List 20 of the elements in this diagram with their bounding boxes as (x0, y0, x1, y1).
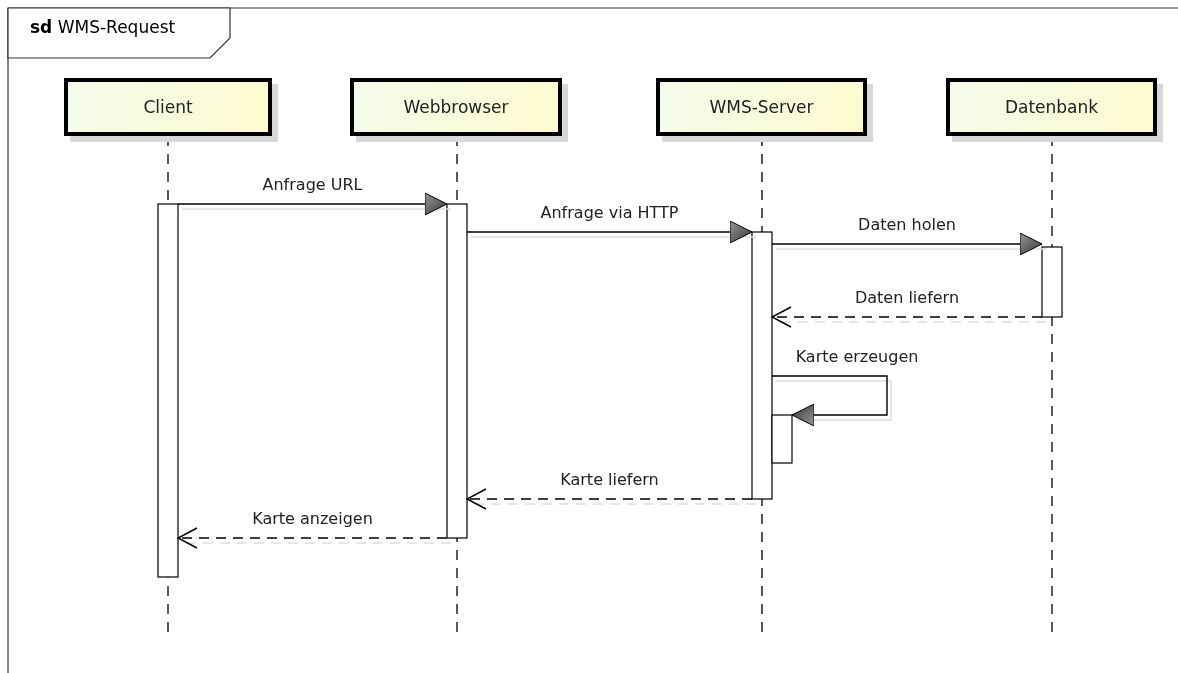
message-arrow (771, 306, 1047, 328)
edge-label: Karte anzeigen (250, 510, 375, 528)
message-arrow (177, 527, 452, 549)
message-arrow (466, 488, 757, 510)
activation-bar (771, 414, 793, 464)
frame-title: sd WMS-Request (30, 17, 176, 37)
activation-bar (446, 203, 468, 539)
participant-name: Client (143, 97, 193, 117)
activation-bar (157, 203, 179, 578)
participant-name: WMS-Server (709, 97, 814, 117)
message-arrow (177, 192, 452, 216)
message-arrow (771, 232, 1047, 256)
participant-name: Webbrowser (403, 97, 509, 117)
edge-label: Anfrage URL (260, 176, 365, 194)
edge-label: Anfrage via HTTP (538, 204, 681, 222)
message-arrow (771, 375, 892, 427)
message-arrow (466, 220, 757, 244)
participant-name: Datenbank (1004, 97, 1099, 117)
activation-bar (751, 231, 773, 500)
activation-bar (1041, 246, 1063, 318)
